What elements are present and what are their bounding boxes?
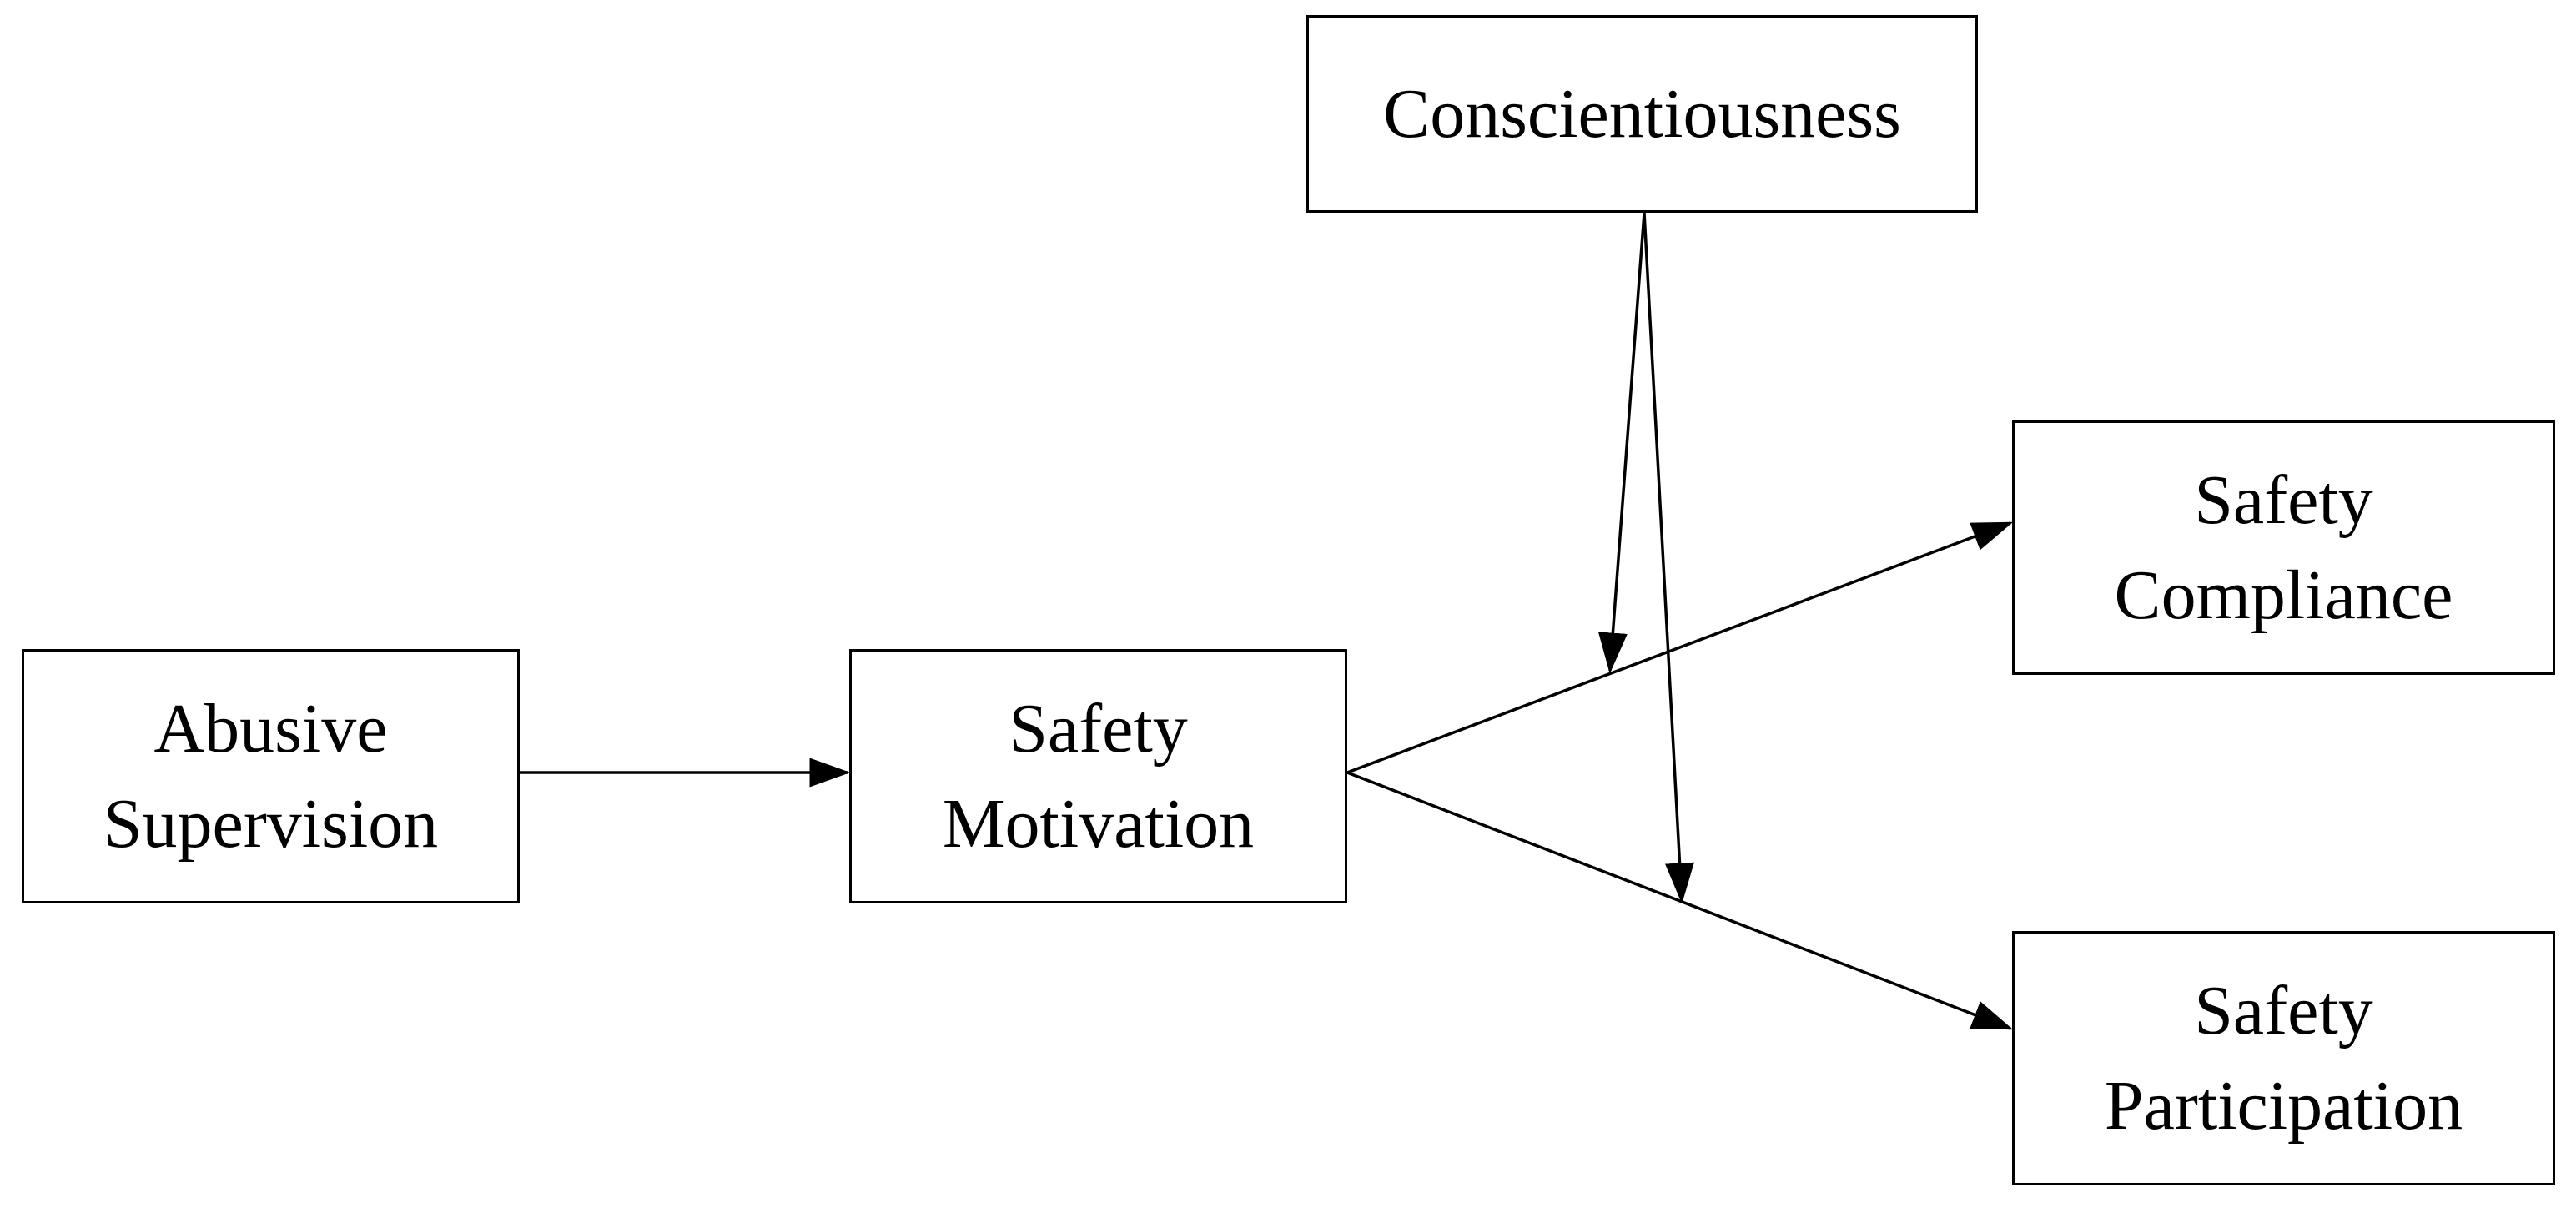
arrow-motivation-to-participation [1346,771,2014,1030]
node-label-line1: Safety [2194,971,2373,1049]
arrow-motivation-to-compliance [1346,521,2014,774]
node-label-line2: Motivation [942,784,1255,863]
node-label: Conscientiousness [1383,74,1901,153]
node-label-line1: Abusive [153,689,388,768]
arrow-conscientiousness-to-compliance-path [1597,212,1646,674]
node-label-line1: Safety [1009,689,1188,768]
arrow-conscientiousness-to-participation-path [1643,212,1694,904]
node-label-line2: Participation [2104,1066,2463,1145]
node-safety-motivation: Safety Motivation [849,649,1347,903]
node-safety-compliance: Safety Compliance [2012,420,2555,675]
node-label-line2: Compliance [2114,556,2453,634]
node-safety-participation: Safety Participation [2012,931,2555,1185]
node-label-line1: Safety [2194,461,2373,539]
node-abusive-supervision: Abusive Supervision [22,649,520,903]
node-label-line2: Supervision [103,784,439,863]
node-conscientiousness: Conscientiousness [1306,15,1978,213]
